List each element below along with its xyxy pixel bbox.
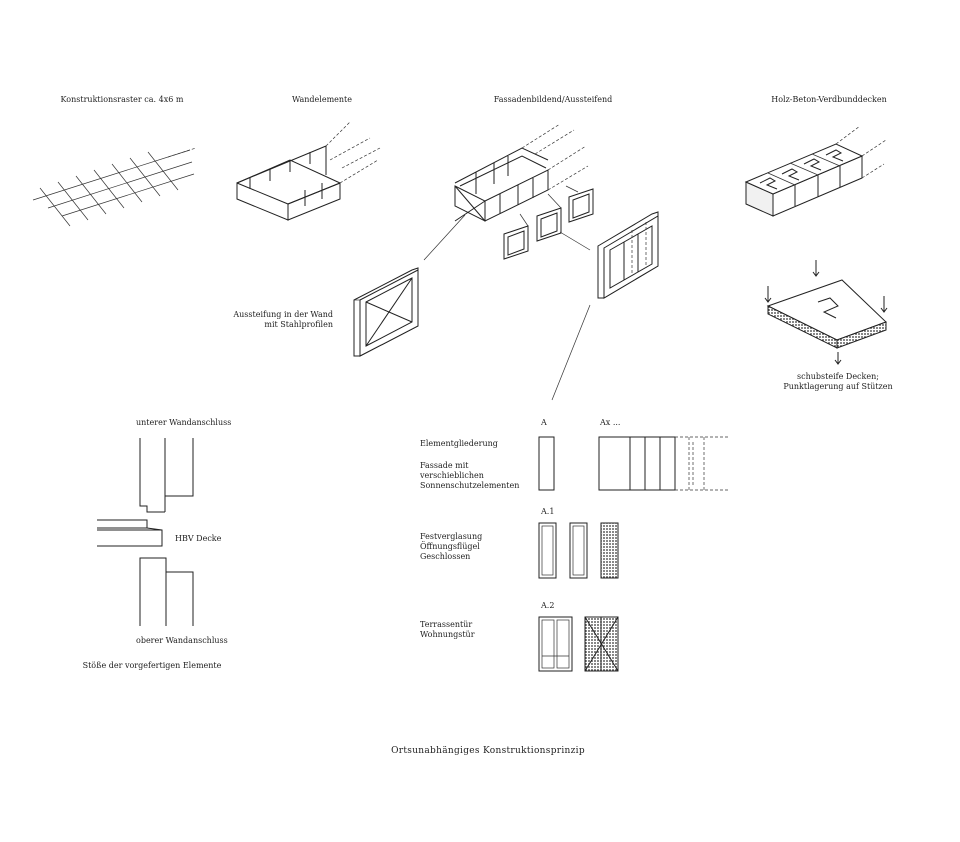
page-title: Ortsunabhängiges Konstruktionsprinzip xyxy=(391,746,585,756)
composite-slab-drawing xyxy=(744,125,887,217)
element-code-a1: A.1 xyxy=(541,507,555,516)
heading-construction-grid: Konstruktionsraster ca. 4x6 m xyxy=(60,95,184,104)
heading-composite-slabs: Holz-Beton-Verdbunddecken xyxy=(771,95,887,104)
element-code-a2: A.2 xyxy=(541,601,555,610)
wall-joint-detail-drawing xyxy=(97,438,194,626)
point-supported-slab-drawing xyxy=(764,260,888,365)
door-description: Terrassentür Wohnungstür xyxy=(420,620,475,639)
heading-facade: Fassadenbildend/Aussteifend xyxy=(493,95,613,104)
hbv-slab-label: HBV Decke xyxy=(175,534,222,543)
element-elevations-drawing xyxy=(538,436,728,672)
element-code-ax: Ax ... xyxy=(600,418,621,427)
lower-wall-joint-label: unterer Wandanschluss xyxy=(136,418,232,427)
bracing-panel-drawing xyxy=(353,267,419,357)
facade-frame-drawing xyxy=(423,123,594,401)
upper-wall-joint-label: oberer Wandanschluss xyxy=(136,636,228,645)
construction-grid-drawing xyxy=(32,147,197,227)
element-code-a: A xyxy=(541,418,547,427)
glazing-description: Festverglasung Öffnungsflügel Geschlosse… xyxy=(420,532,483,561)
heading-wall-elements: Wandelemente xyxy=(291,95,353,104)
facade-description: Fassade mit verschieblichen Sonnenschutz… xyxy=(420,461,520,490)
element-structure-label: Elementgliederung xyxy=(420,439,498,448)
slab-note: schubsteife Decken; Punktlagerung auf St… xyxy=(783,372,893,391)
facade-element-drawing xyxy=(597,211,659,299)
joints-caption: Stöße der vorgefertigen Elemente xyxy=(82,661,222,670)
bracing-label: Aussteifung in der Wand mit Stahlprofile… xyxy=(233,310,333,329)
wall-elements-drawing xyxy=(236,121,381,221)
